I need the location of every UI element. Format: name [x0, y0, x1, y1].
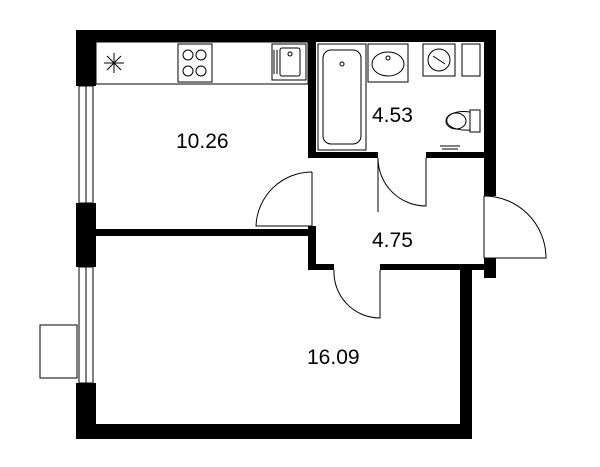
kitchen-counter: [95, 41, 309, 85]
living-room-area-label: 16.09: [307, 346, 360, 369]
exhaust-vent-icon: [104, 53, 124, 73]
bathtub-icon: [317, 43, 367, 151]
toilet-icon: [445, 109, 481, 133]
floor-drain: [440, 145, 460, 150]
hallway-area-label: 4.75: [372, 229, 413, 252]
bathroom-area-label: 4.53: [372, 104, 413, 127]
balcony: [39, 324, 78, 379]
stove-icon: [177, 43, 213, 83]
outer-walls: [76, 30, 496, 439]
windows: [78, 85, 94, 384]
doors: [255, 157, 547, 319]
sink-icon: [271, 43, 307, 81]
washbasin-icon: [367, 43, 409, 83]
bathroom-shelf: [461, 43, 481, 77]
interior-walls: [96, 42, 488, 270]
kitchen-area-label: 10.26: [176, 130, 229, 153]
washing-machine-icon: [422, 43, 456, 77]
